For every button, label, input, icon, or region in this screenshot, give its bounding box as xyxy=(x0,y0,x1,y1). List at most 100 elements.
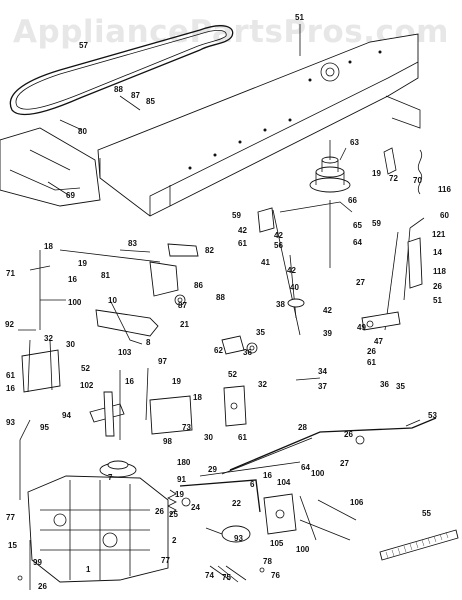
transaxle-1 xyxy=(27,475,169,590)
part-label-19: 19 xyxy=(372,169,381,178)
part-label-106: 106 xyxy=(350,498,364,507)
part-label-63: 63 xyxy=(350,138,359,147)
part-label-105: 105 xyxy=(270,539,284,548)
part-label-19: 19 xyxy=(78,259,87,268)
front-bracket xyxy=(0,127,101,207)
bolts-74-75 xyxy=(17,565,265,583)
part-label-16: 16 xyxy=(6,384,15,393)
part-label-18: 18 xyxy=(44,242,53,251)
part-label-76: 76 xyxy=(271,571,280,580)
part-label-60: 60 xyxy=(440,211,449,220)
part-label-27: 27 xyxy=(340,459,349,468)
part-label-180: 180 xyxy=(177,458,191,467)
part-label-78: 78 xyxy=(263,557,272,566)
part-label-88: 88 xyxy=(114,85,123,94)
strip-55 xyxy=(379,529,459,561)
part-label-103: 103 xyxy=(118,348,132,357)
drive-belt xyxy=(9,25,234,116)
part-label-53: 53 xyxy=(428,411,437,420)
part-label-95: 95 xyxy=(40,423,49,432)
part-label-32: 32 xyxy=(44,334,53,343)
part-label-26: 26 xyxy=(367,347,376,356)
part-label-55: 55 xyxy=(422,509,431,518)
part-label-30: 30 xyxy=(66,340,75,349)
part-label-52: 52 xyxy=(228,370,237,379)
part-label-104: 104 xyxy=(277,478,291,487)
part-label-29: 29 xyxy=(208,465,217,474)
bracket-73 xyxy=(149,385,247,435)
part-label-10: 10 xyxy=(108,296,117,305)
part-label-16: 16 xyxy=(263,471,272,480)
part-label-70: 70 xyxy=(413,176,422,185)
part-label-98: 98 xyxy=(163,437,172,446)
part-label-49: 49 xyxy=(357,323,366,332)
part-label-26: 26 xyxy=(38,582,47,591)
part-label-56: 56 xyxy=(274,241,283,250)
part-label-93: 93 xyxy=(6,418,15,427)
rod-66 xyxy=(279,201,353,213)
part-label-38: 38 xyxy=(276,300,285,309)
bushing-62 xyxy=(221,335,258,355)
part-label-52: 52 xyxy=(81,364,90,373)
part-label-24: 24 xyxy=(191,503,200,512)
part-label-61: 61 xyxy=(6,371,15,380)
part-label-37: 37 xyxy=(318,382,327,391)
part-label-21: 21 xyxy=(180,320,189,329)
lever-10 xyxy=(95,294,186,345)
part-label-39: 39 xyxy=(323,329,332,338)
part-label-102: 102 xyxy=(80,381,94,390)
part-label-92: 92 xyxy=(5,320,14,329)
part-label-35: 35 xyxy=(256,328,265,337)
part-label-94: 94 xyxy=(62,411,71,420)
part-label-97: 97 xyxy=(158,357,167,366)
rod-28 xyxy=(221,377,437,475)
part-label-100: 100 xyxy=(311,469,325,478)
pulley-7 xyxy=(99,460,137,478)
part-label-85: 85 xyxy=(146,97,155,106)
part-label-121: 121 xyxy=(432,230,446,239)
part-label-81: 81 xyxy=(101,271,110,280)
part-label-6: 6 xyxy=(250,480,255,489)
part-label-64: 64 xyxy=(353,238,362,247)
part-label-65: 65 xyxy=(353,221,362,230)
chassis-frame xyxy=(97,33,421,217)
rod-22 xyxy=(179,461,301,513)
part-label-80: 80 xyxy=(78,127,87,136)
fan-94 xyxy=(89,367,149,440)
spring-70 xyxy=(383,147,423,195)
part-label-61: 61 xyxy=(238,239,247,248)
part-label-2: 2 xyxy=(172,536,177,545)
part-label-51: 51 xyxy=(433,296,442,305)
part-label-27: 27 xyxy=(356,278,365,287)
part-label-64: 64 xyxy=(301,463,310,472)
part-label-16: 16 xyxy=(68,275,77,284)
lever-118 xyxy=(361,237,423,331)
part-label-36: 36 xyxy=(243,348,252,357)
part-label-40: 40 xyxy=(290,283,299,292)
part-label-61: 61 xyxy=(367,358,376,367)
part-label-86: 86 xyxy=(194,281,203,290)
part-label-42: 42 xyxy=(274,231,283,240)
part-label-35: 35 xyxy=(396,382,405,391)
part-label-42: 42 xyxy=(287,266,296,275)
part-label-26: 26 xyxy=(155,507,164,516)
part-label-87: 87 xyxy=(178,301,187,310)
part-label-1: 1 xyxy=(86,565,91,574)
left-linkage xyxy=(29,243,199,330)
part-label-34: 34 xyxy=(318,367,327,376)
part-label-93: 93 xyxy=(234,534,243,543)
part-label-47: 47 xyxy=(374,337,383,346)
part-label-59: 59 xyxy=(232,211,241,220)
part-label-82: 82 xyxy=(205,246,214,255)
part-label-62: 62 xyxy=(214,346,223,355)
part-label-19: 19 xyxy=(172,377,181,386)
bracket-30 xyxy=(21,339,61,393)
part-label-77: 77 xyxy=(161,556,170,565)
part-label-7: 7 xyxy=(108,473,113,482)
part-label-88: 88 xyxy=(216,293,225,302)
part-label-100: 100 xyxy=(296,545,310,554)
part-label-69: 69 xyxy=(66,191,75,200)
part-label-72: 72 xyxy=(389,174,398,183)
part-label-14: 14 xyxy=(433,248,442,257)
